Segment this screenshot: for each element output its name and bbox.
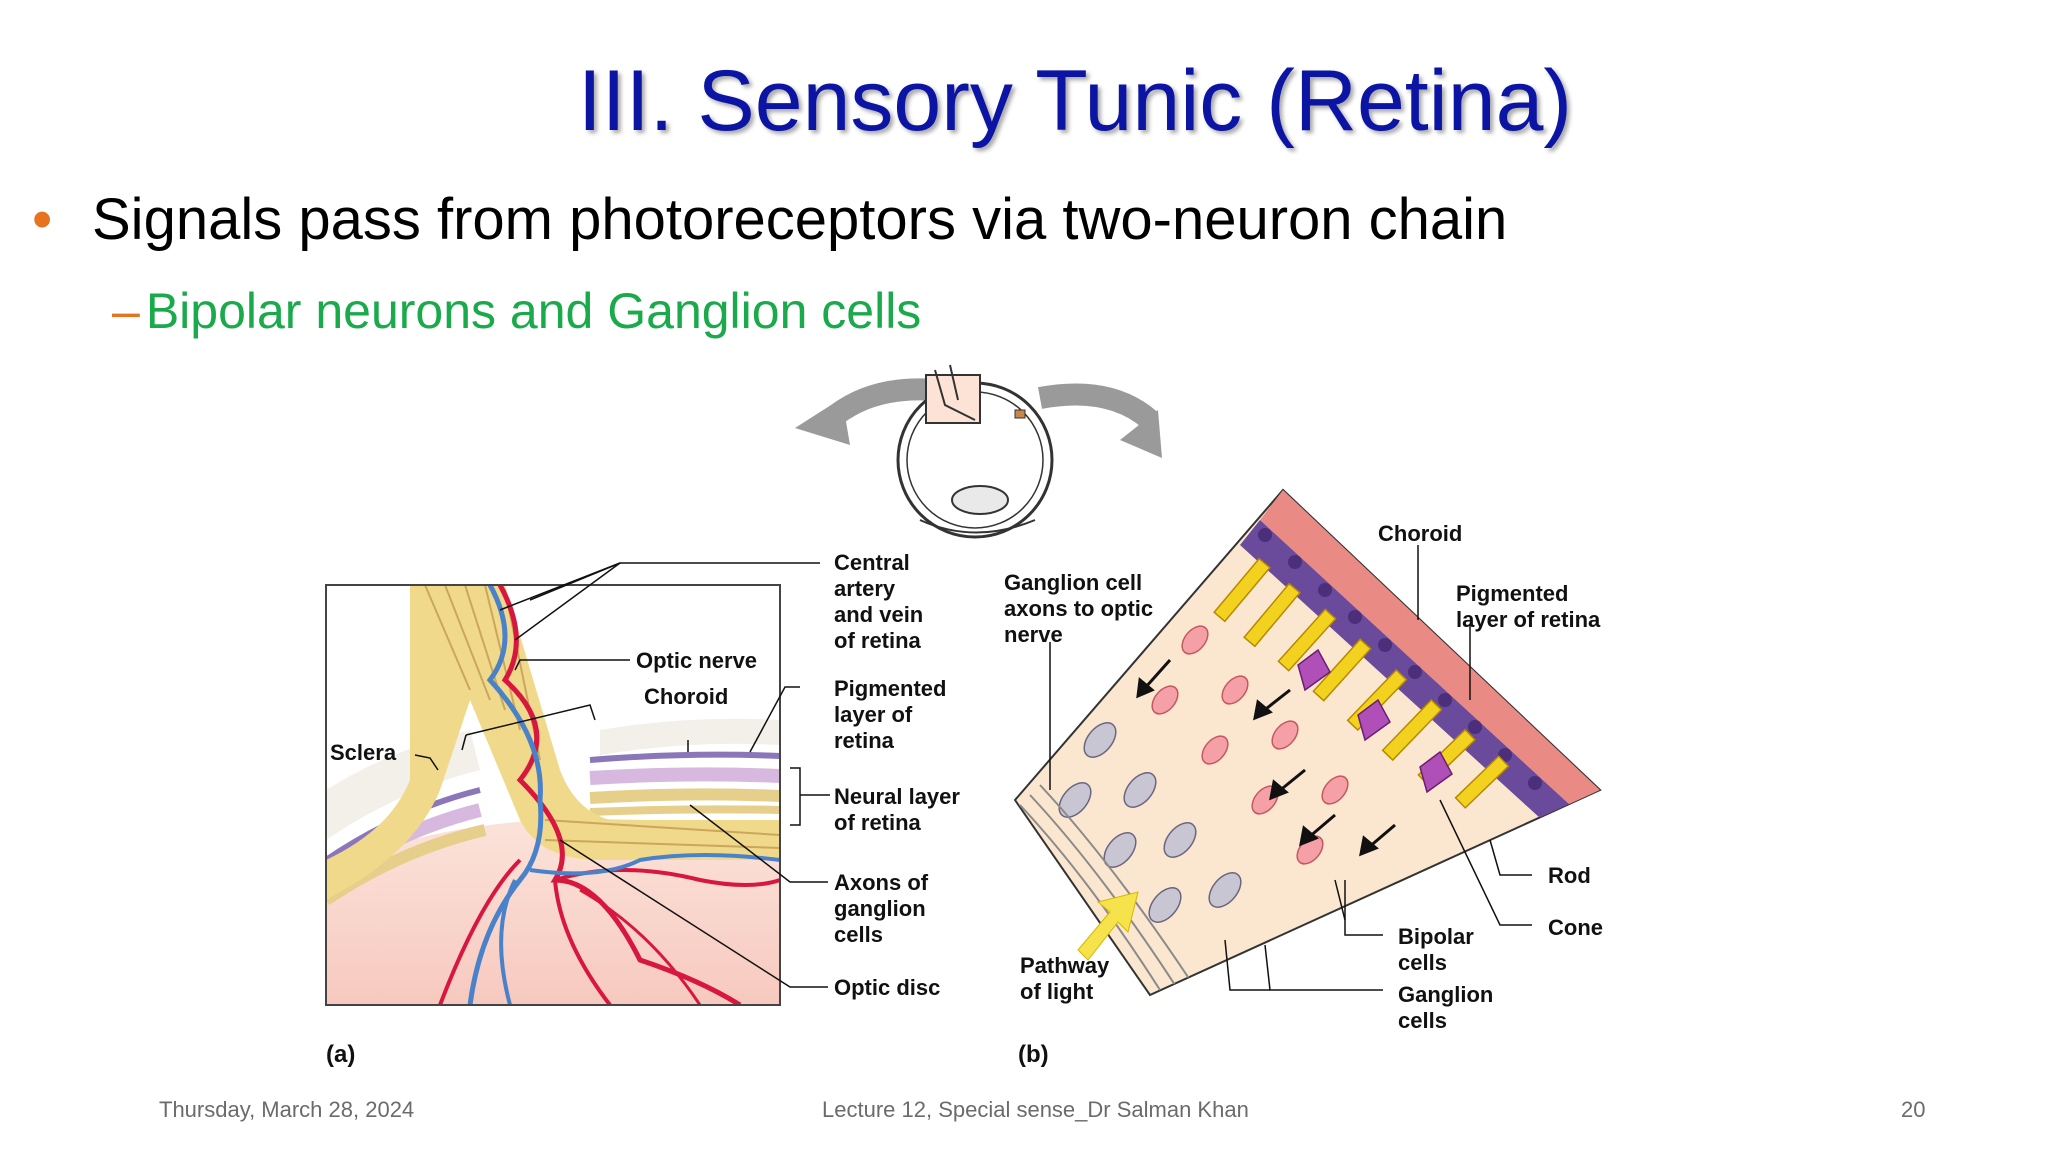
label-cone: Cone [1548,915,1603,940]
slide-title: III. Sensory Tunic (Retina) [577,53,1573,149]
label-pigmented-a: Pigmented layer of retina [834,676,953,753]
label-choroid-b: Choroid [1378,521,1462,546]
panel-a-tag: (a) [326,1041,355,1068]
footer-lecture: Lecture 12, Special sense_Dr Salman Khan [822,1097,1249,1122]
panel-b-tag: (b) [1018,1041,1049,1068]
label-rod: Rod [1548,863,1591,888]
label-bipolar: Bipolar cells [1398,924,1480,975]
panel-b-diagram: Ganglion cell axons to optic nerve Choro… [1004,488,1603,1068]
panel-a-diagram: Central artery and vein of retina Optic … [325,550,966,1068]
bullet-point: • Signals pass from photoreceptors via tw… [32,186,1507,253]
footer-date: Thursday, March 28, 2024 [159,1097,415,1122]
label-ganglion: Ganglion cells [1398,982,1499,1033]
label-central-artery: Central artery and vein of retina [834,550,929,653]
label-axons: Axons of ganglion cells [834,870,934,947]
label-neural-layer: Neural layer of retina [834,784,966,835]
label-ganglion-axons: Ganglion cell axons to optic nerve [1004,570,1159,647]
sub-bullet-text: Bipolar neurons and Ganglion cells [145,283,922,339]
label-pathway: Pathway of light [1020,953,1115,1004]
sub-bullet-point: –Bipolar neurons and Ganglion cells [112,282,921,340]
label-choroid-a: Choroid [644,684,728,709]
eyeball-icon [795,364,1162,539]
label-optic-nerve: Optic nerve [636,648,757,673]
sub-bullet-marker: – [112,283,140,339]
label-optic-disc: Optic disc [834,975,940,1000]
label-pigmented-b: Pigmented layer of retina [1456,581,1601,632]
footer-page-number: 20 [1901,1097,1926,1122]
label-sclera: Sclera [330,740,397,765]
bullet-text: Signals pass from photoreceptors via two… [92,187,1508,252]
bullet-marker: • [32,187,53,252]
